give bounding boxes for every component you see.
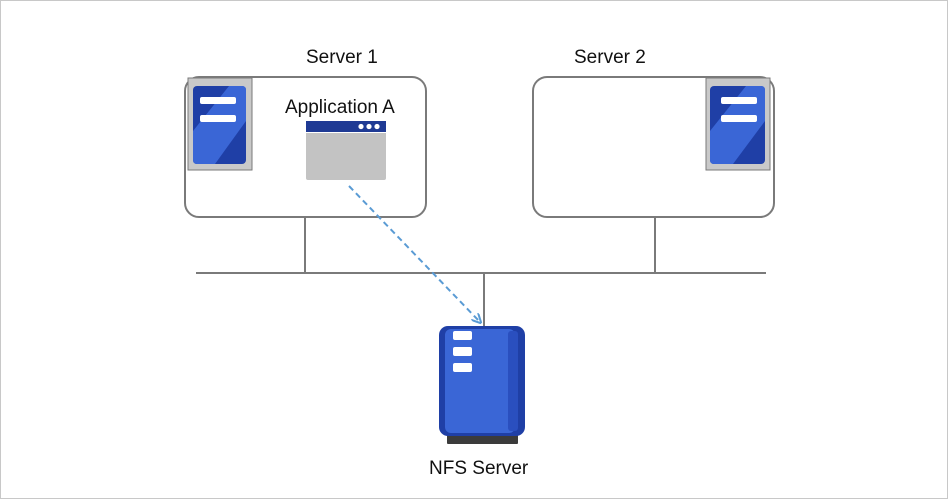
nfs-server-label: NFS Server (429, 458, 529, 479)
nfs-storage-icon (439, 326, 525, 444)
application-label: Application A (285, 97, 395, 118)
access-arrow (348, 185, 480, 322)
server-tower-icon (187, 77, 253, 171)
server1-label: Server 1 (306, 47, 378, 68)
application-window-icon (306, 121, 386, 180)
server-tower-icon (705, 77, 771, 171)
server2-label: Server 2 (574, 47, 646, 68)
